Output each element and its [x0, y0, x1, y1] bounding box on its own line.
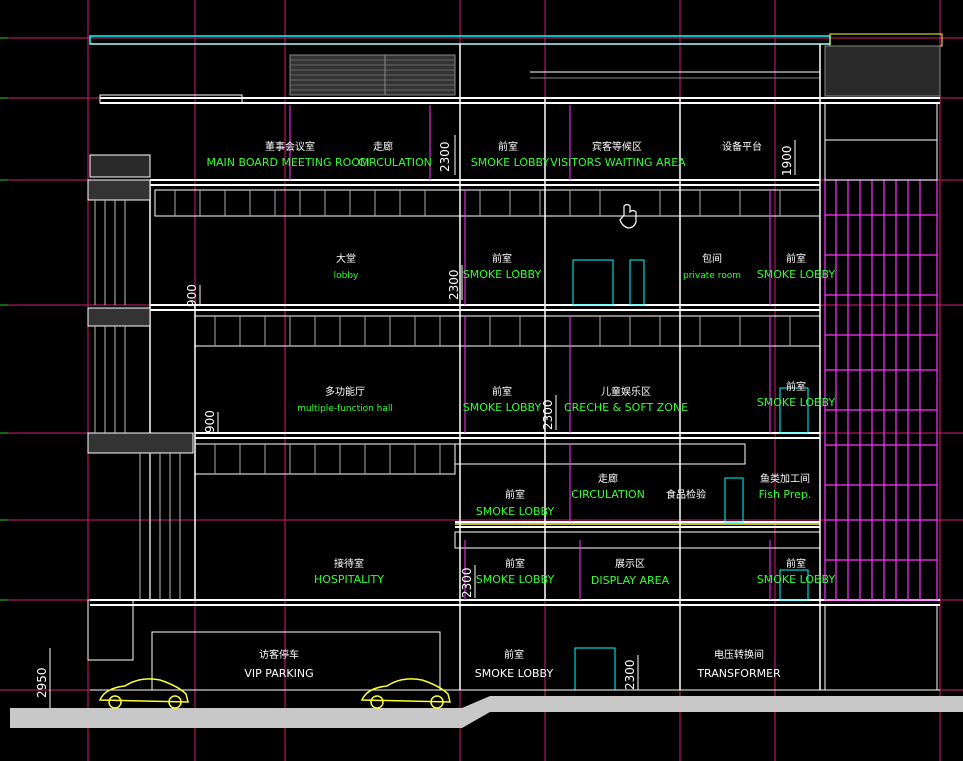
- room-label-cn: 儿童娱乐区: [601, 385, 651, 398]
- room-label-cn: 展示区: [615, 558, 645, 570]
- room-label-cn: 前室: [505, 557, 525, 570]
- room-label-cn: 前室: [492, 385, 512, 398]
- room-label-en: DISPLAY AREA: [591, 574, 670, 587]
- room-label-en: SMOKE LOBBY: [757, 396, 836, 409]
- car-icon: [98, 678, 189, 709]
- room-label-en: Fish Prep.: [759, 488, 812, 501]
- room-label-en: VIP PARKING: [244, 667, 313, 680]
- room-label-cn: 走廊: [373, 140, 393, 153]
- room-label-en: SMOKE LOBBY: [471, 156, 550, 169]
- room-label-cn: 包间: [702, 252, 722, 265]
- room-label-cn: 宾客等候区: [592, 140, 642, 153]
- roof: [89, 33, 943, 97]
- room-label-cn: 大堂: [336, 252, 356, 265]
- room-label-en: SMOKE LOBBY: [757, 268, 836, 281]
- dimension-label: 900: [185, 284, 199, 307]
- room-label-cn: 前室: [786, 380, 806, 393]
- room-label-cn: 多功能厅: [325, 385, 365, 398]
- room-label-en: SMOKE LOBBY: [757, 573, 836, 586]
- room-label-en: SMOKE LOBBY: [463, 401, 542, 414]
- room-label-cn: 前室: [504, 648, 524, 661]
- dimension-label: 2300: [438, 141, 452, 172]
- room-label-en: VISITORS WAITING AREA: [550, 156, 686, 169]
- room-label-cn: 接待室: [334, 557, 364, 570]
- room-label-en: lobby: [334, 271, 359, 281]
- car-icon: [360, 678, 451, 709]
- room-label-en: multiple-function hall: [297, 404, 393, 414]
- dimension-label: 900: [203, 410, 217, 433]
- room-label-cn: 前室: [505, 488, 525, 501]
- room-label-cn: 走廊: [598, 472, 618, 485]
- room-label-en: CIRCULATION: [358, 156, 432, 169]
- room-label-cn: 电压转换间: [714, 648, 764, 661]
- dimension-labels: 2300 1900 2300 900 2300 900 2300 2300 29…: [35, 141, 794, 698]
- right-facade: [824, 179, 938, 601]
- dimension-label: 2950: [35, 667, 49, 698]
- room-label-en: CIRCULATION: [571, 488, 645, 501]
- walls: [149, 44, 821, 690]
- room-label-en: SMOKE LOBBY: [463, 268, 542, 281]
- room-label-cn: 前室: [786, 252, 806, 265]
- room-label-en: SMOKE LOBBY: [475, 667, 554, 680]
- dimension-label: 1900: [780, 145, 794, 176]
- room-label-cn: 前室: [786, 557, 806, 570]
- room-label-cn: 董事会议室: [265, 140, 315, 153]
- room-label-cn: 前室: [492, 252, 512, 265]
- room-label-cn: 访客停车: [259, 648, 299, 661]
- room-label-cn: 设备平台: [722, 140, 762, 153]
- room-label-en: CRECHE & SOFT ZONE: [564, 401, 688, 414]
- room-label-cn: 鱼类加工间: [760, 472, 810, 485]
- dimension-label: 2300: [541, 399, 555, 430]
- room-label-en: SMOKE LOBBY: [476, 505, 555, 518]
- left-core: [87, 94, 243, 661]
- dimension-label: 2300: [460, 567, 474, 598]
- room-label-cn: 前室: [498, 140, 518, 153]
- room-label-en: MAIN BOARD MEETING ROOM: [207, 156, 370, 169]
- room-label-en: TRANSFORMER: [696, 667, 781, 680]
- room-label-en: private room: [683, 271, 741, 281]
- room-label-en: SMOKE LOBBY: [476, 573, 555, 586]
- hand-cursor-icon: [619, 203, 637, 229]
- room-labels: 董事会议室 MAIN BOARD MEETING ROOM 走廊 CIRCULA…: [207, 140, 836, 680]
- room-label-cn: 食品检验: [666, 488, 706, 501]
- dimension-label: 2300: [447, 269, 461, 300]
- room-label-en: HOSPITALITY: [314, 573, 384, 586]
- dimension-label: 2300: [623, 659, 637, 690]
